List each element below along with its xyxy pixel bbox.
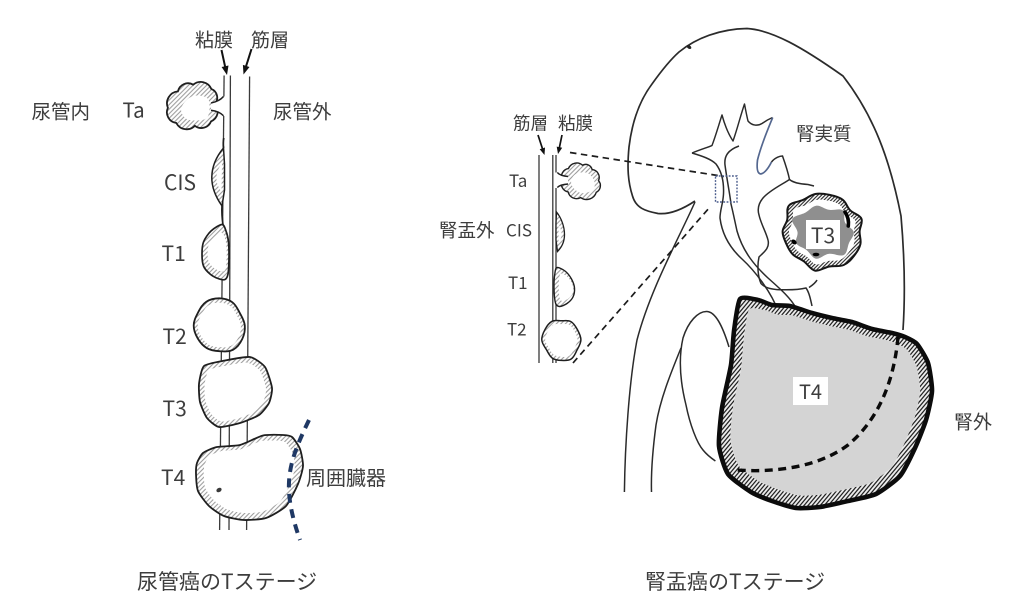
svg-text:Ta: Ta: [123, 94, 145, 124]
svg-text:粘膜: 粘膜: [195, 26, 233, 53]
svg-text:CIS: CIS: [164, 167, 196, 197]
svg-text:CIS: CIS: [506, 217, 532, 242]
svg-text:腎盂外: 腎盂外: [439, 217, 495, 243]
svg-text:T4: T4: [799, 376, 822, 405]
svg-text:粘膜: 粘膜: [558, 111, 593, 136]
svg-text:T1: T1: [162, 238, 186, 268]
svg-text:T4: T4: [161, 462, 185, 492]
svg-text:尿管外: 尿管外: [273, 96, 332, 125]
svg-text:周囲臓器: 周囲臓器: [306, 462, 386, 491]
svg-text:尿管内: 尿管内: [32, 96, 91, 125]
svg-text:T2: T2: [507, 316, 527, 341]
svg-text:T2: T2: [163, 321, 187, 351]
svg-text:腎外: 腎外: [954, 408, 992, 435]
svg-text:尿管癌のTステージ: 尿管癌のTステージ: [137, 566, 317, 596]
svg-text:筋層: 筋層: [513, 111, 548, 136]
svg-text:筋層: 筋層: [251, 26, 289, 53]
svg-text:T1: T1: [508, 269, 528, 294]
svg-text:Ta: Ta: [509, 167, 527, 192]
svg-text:T3: T3: [163, 393, 187, 423]
svg-text:腎盂癌のTステージ: 腎盂癌のTステージ: [645, 566, 825, 596]
svg-text:腎実質: 腎実質: [796, 121, 852, 147]
svg-text:T3: T3: [811, 220, 835, 250]
